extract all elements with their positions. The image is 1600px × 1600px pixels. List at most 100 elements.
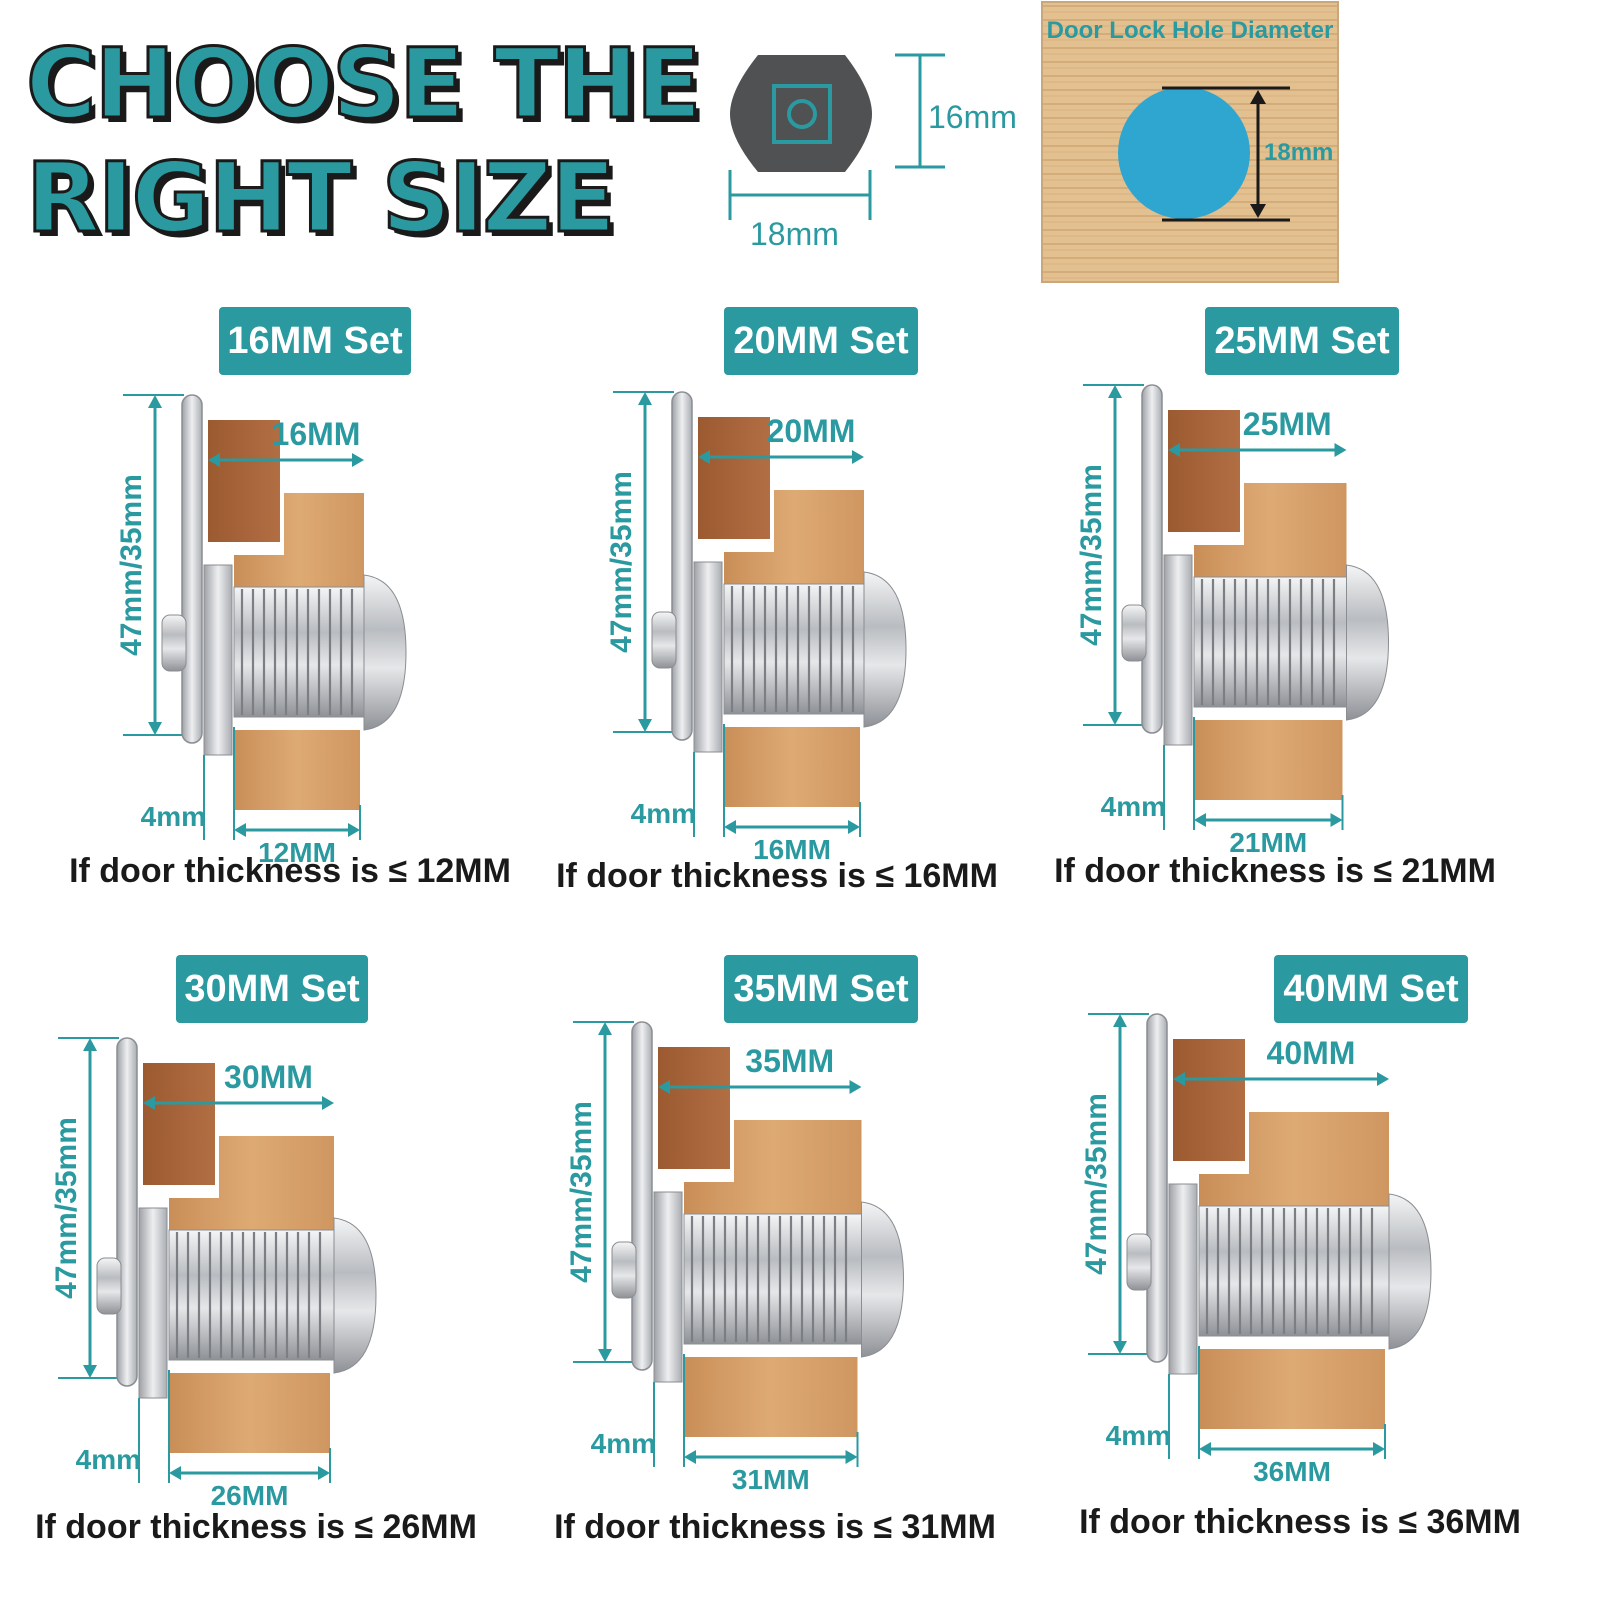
door-dimension bbox=[1199, 1442, 1385, 1456]
door-label: 12MM bbox=[258, 837, 336, 868]
door-wood-lower bbox=[684, 1357, 858, 1437]
cylinder-cap bbox=[1346, 564, 1390, 721]
cylinder-cap bbox=[863, 571, 907, 728]
hole-dimension-line bbox=[1162, 86, 1290, 222]
hex-nut bbox=[653, 1191, 683, 1383]
width-dimension-line bbox=[728, 170, 872, 220]
lock-diagram-40: 47mm/35mm 40MM 4mm 36MM bbox=[1080, 1013, 1432, 1487]
screw-head bbox=[651, 611, 677, 669]
flange-label: 4mm bbox=[591, 1428, 656, 1459]
door-label: 26MM bbox=[211, 1480, 289, 1511]
set-title-16: 16MM Set bbox=[219, 307, 411, 375]
headline-line-1: CHOOSE THE bbox=[25, 28, 704, 140]
door-label: 16MM bbox=[753, 834, 831, 865]
length-dimension bbox=[1173, 1072, 1389, 1086]
set-title-35: 35MM Set bbox=[724, 955, 918, 1023]
set-title-25: 25MM Set bbox=[1205, 307, 1399, 375]
lock-hole-circle bbox=[1118, 87, 1250, 219]
flange-label: 4mm bbox=[1101, 791, 1166, 822]
cam-plate bbox=[1146, 1013, 1168, 1363]
caption-25: If door thickness is ≤ 21MM bbox=[1054, 852, 1496, 890]
cam-plate bbox=[671, 391, 693, 741]
cam-face-shape bbox=[730, 55, 872, 172]
cam-wood-block bbox=[1173, 1039, 1245, 1161]
length-label: 16MM bbox=[272, 416, 361, 452]
keyhole-circle-icon bbox=[787, 99, 817, 129]
cylinder-cap bbox=[363, 574, 407, 731]
screw-head bbox=[611, 1241, 637, 1299]
flange-label: 4mm bbox=[631, 798, 696, 829]
door-dimension bbox=[724, 820, 860, 834]
door-dimension bbox=[1194, 813, 1343, 827]
cam-wood-block bbox=[698, 417, 770, 539]
cam-wood-block bbox=[208, 420, 280, 542]
caption-40: If door thickness is ≤ 36MM bbox=[1079, 1503, 1521, 1541]
length-label: 25MM bbox=[1243, 406, 1332, 442]
height-label: 47mm/35mm bbox=[50, 1117, 83, 1299]
cam-plate bbox=[1141, 384, 1163, 734]
hole-diameter-label: 18mm bbox=[1264, 139, 1333, 166]
cam-plate bbox=[181, 394, 203, 744]
hex-nut bbox=[693, 561, 723, 753]
cam-width-label: 18mm bbox=[750, 216, 839, 252]
cylinder-body bbox=[168, 1229, 335, 1361]
height-dimension bbox=[573, 1021, 634, 1363]
cam-face-diagram: 16mm 18mm bbox=[728, 53, 1017, 252]
set-title-20: 20MM Set bbox=[724, 307, 918, 375]
hex-nut bbox=[1168, 1183, 1198, 1375]
length-dimension bbox=[143, 1096, 334, 1110]
door-wood-lower bbox=[1194, 720, 1343, 800]
hex-nut bbox=[138, 1207, 168, 1399]
length-dimension bbox=[658, 1080, 862, 1094]
hole-panel-title: Door Lock Hole Diameter bbox=[1047, 17, 1334, 44]
set-title-30: 30MM Set bbox=[176, 955, 368, 1023]
cam-wood-block bbox=[1168, 410, 1240, 532]
height-label: 47mm/35mm bbox=[565, 1101, 598, 1283]
door-wood-lower bbox=[234, 730, 360, 810]
screw-head bbox=[161, 614, 187, 672]
door-label: 31MM bbox=[732, 1464, 810, 1495]
cylinder-threads bbox=[730, 586, 855, 712]
length-dimension bbox=[698, 450, 864, 464]
cylinder-cap bbox=[1388, 1193, 1432, 1350]
lock-diagram-35: 47mm/35mm 35MM 4mm 31MM bbox=[565, 1021, 905, 1495]
set-title-40: 40MM Set bbox=[1274, 955, 1468, 1023]
height-dimension bbox=[613, 391, 674, 733]
cylinder-threads bbox=[1200, 579, 1336, 705]
length-label: 30MM bbox=[224, 1059, 313, 1095]
door-label: 21MM bbox=[1229, 827, 1307, 858]
caption-30: If door thickness is ≤ 26MM bbox=[35, 1508, 477, 1546]
cylinder-body bbox=[233, 586, 365, 718]
door-dimension bbox=[234, 823, 360, 837]
height-label: 47mm/35mm bbox=[115, 474, 148, 656]
length-dimension bbox=[1168, 443, 1347, 457]
hex-nut bbox=[203, 564, 233, 756]
height-label: 47mm/35mm bbox=[1075, 464, 1108, 646]
cylinder-cap bbox=[333, 1217, 377, 1374]
door-wood-lower bbox=[724, 727, 860, 807]
length-dimension bbox=[208, 453, 364, 467]
hex-nut bbox=[1163, 554, 1193, 746]
height-dimension-line bbox=[895, 53, 945, 169]
flange-label: 4mm bbox=[1106, 1420, 1171, 1451]
door-dimension bbox=[684, 1450, 858, 1464]
length-label: 35MM bbox=[745, 1043, 834, 1079]
cylinder-threads bbox=[175, 1232, 322, 1358]
hole-dimension-arrows bbox=[1250, 90, 1266, 218]
caption-35: If door thickness is ≤ 31MM bbox=[554, 1508, 996, 1546]
keyhole-square-icon bbox=[772, 84, 832, 144]
cam-wood-block bbox=[143, 1063, 215, 1185]
cylinder-cap bbox=[861, 1201, 905, 1358]
screw-head bbox=[1126, 1233, 1152, 1291]
door-wood-lower bbox=[1199, 1349, 1385, 1429]
cylinder-threads bbox=[1205, 1208, 1374, 1334]
height-dimension bbox=[1083, 384, 1144, 726]
cylinder-threads bbox=[240, 589, 354, 715]
flange-label: 4mm bbox=[141, 801, 206, 832]
headline-line-2: RIGHT SIZE bbox=[25, 142, 618, 254]
door-label: 36MM bbox=[1253, 1456, 1331, 1487]
height-label: 47mm/35mm bbox=[605, 471, 638, 653]
height-label: 47mm/35mm bbox=[1080, 1093, 1113, 1275]
length-label: 40MM bbox=[1267, 1035, 1356, 1071]
